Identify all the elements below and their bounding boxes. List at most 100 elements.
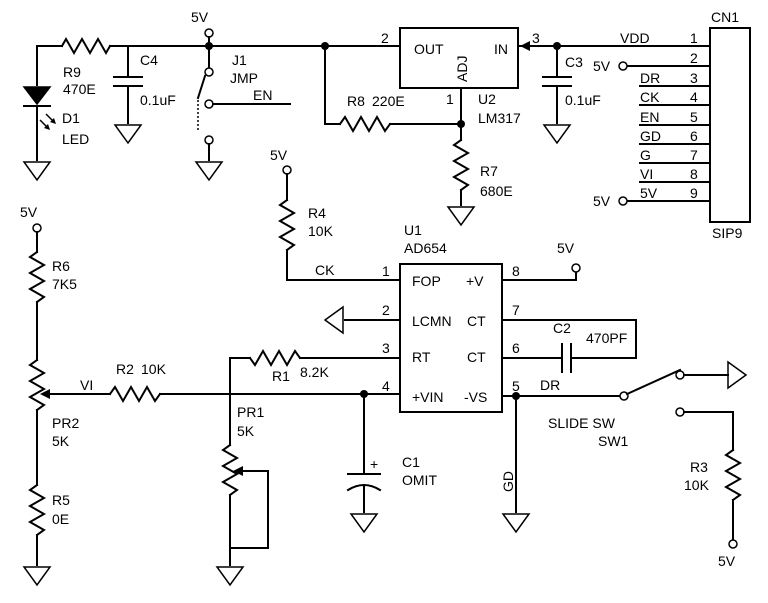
u2-pin2: 2 — [381, 30, 389, 46]
ground-icon — [349, 513, 379, 534]
ground-icon — [446, 206, 476, 227]
r7-resistor — [451, 138, 471, 192]
u1-ref: U1 — [404, 222, 422, 238]
led-section — [22, 28, 399, 182]
cn1-pin-net: GD — [640, 128, 661, 144]
cn1-pin-net: G — [640, 147, 651, 163]
cn1-pin-net: CK — [640, 89, 660, 105]
vi-net-label: VI — [80, 377, 93, 393]
c1-section — [346, 393, 382, 534]
r5-value: 0E — [52, 511, 69, 527]
r8-resistor — [338, 114, 392, 134]
r4-resistor — [277, 198, 297, 252]
terminal-5v-icon — [32, 223, 42, 233]
ground-icon — [542, 124, 572, 145]
c4-ref: C4 — [140, 52, 158, 68]
dr-net-label: DR — [540, 377, 560, 393]
u1-pin-name: -VS — [464, 389, 487, 405]
j1-pin-icon — [204, 99, 214, 109]
r6-ref: R6 — [52, 258, 70, 274]
cn1-pin-num: 9 — [690, 185, 698, 201]
v5-label: 5V — [593, 58, 611, 74]
cn1-pin-num: 2 — [690, 50, 698, 66]
terminal-5v-icon — [571, 263, 581, 273]
r5-resistor — [27, 483, 47, 537]
terminal-5v-icon — [204, 28, 214, 38]
u1-pin-name: LCMN — [412, 313, 452, 329]
r6-resistor — [27, 250, 47, 304]
u1-pin-name: RT — [412, 349, 431, 365]
r1-value: 8.2K — [300, 364, 329, 380]
r2-ref: R2 — [116, 361, 134, 377]
sw1-value: SLIDE SW — [548, 415, 616, 431]
r7-value: 680E — [480, 183, 513, 199]
j1-value: JMP — [230, 70, 258, 86]
cn1-pin-num: 3 — [690, 70, 698, 86]
u1-pin-name: CT — [467, 313, 486, 329]
u1-pin-num: 5 — [512, 378, 520, 394]
r9-value: 470E — [63, 81, 96, 97]
ground-icon — [215, 566, 245, 587]
u1-pin-num: 6 — [512, 340, 520, 356]
r4-section — [277, 165, 401, 281]
u1-pin-name: +VIN — [412, 389, 444, 405]
r8-ref: R8 — [347, 93, 365, 109]
r4-value: 10K — [308, 223, 334, 239]
sw1-terminal-icon — [675, 370, 685, 380]
ground-icon — [22, 161, 52, 182]
j1-ref: J1 — [232, 52, 247, 68]
v5-label: 5V — [557, 240, 575, 256]
c1-plus: + — [370, 456, 378, 472]
v5-label: 5V — [20, 204, 38, 220]
r4-ref: R4 — [308, 205, 326, 221]
timing-resistor — [215, 348, 401, 587]
cn1-pin-num: 1 — [690, 30, 698, 46]
pr2-ref: PR2 — [52, 415, 79, 431]
c2-value: 470PF — [586, 330, 627, 346]
ck-net-label: CK — [315, 262, 335, 278]
terminal-5v-icon — [618, 196, 628, 206]
r2-resistor — [108, 384, 162, 404]
pr2-value: 5K — [52, 433, 70, 449]
terminal-5v-icon — [618, 61, 628, 71]
cn1-vdd: VDD — [620, 30, 650, 46]
r3-ref: R3 — [690, 459, 708, 475]
r7-ref: R7 — [480, 163, 498, 179]
r6-value: 7K5 — [52, 276, 77, 292]
cn1-pin-num: 7 — [690, 147, 698, 163]
r3-resistor — [723, 448, 743, 502]
cn1-pin-num: 5 — [690, 109, 698, 125]
u1-pin-num: 1 — [382, 263, 390, 279]
ground-icon — [113, 124, 143, 145]
u2-pin-out: OUT — [414, 41, 444, 57]
r5-ref: R5 — [52, 492, 70, 508]
v5-label: 5V — [718, 553, 736, 569]
en-net-label: EN — [253, 87, 272, 103]
cn1-pin-net: VI — [640, 166, 653, 182]
c3-value: 0.1uF — [565, 92, 601, 108]
u2-regulator — [324, 27, 701, 227]
u2-ref: U2 — [478, 91, 496, 107]
cn1-pin-num: 4 — [690, 89, 698, 105]
u2-pin-in: IN — [494, 41, 508, 57]
sw1-ref: SW1 — [598, 433, 629, 449]
cn1-connector — [618, 27, 751, 223]
cn1-pin-num: 6 — [690, 128, 698, 144]
r1-resistor — [248, 348, 302, 368]
cn1-pin-net: EN — [640, 109, 659, 125]
d1-value: LED — [62, 131, 89, 147]
pr1-value: 5K — [237, 423, 255, 439]
d1-ref: D1 — [62, 110, 80, 126]
u1-pin-num: 3 — [382, 340, 390, 356]
r9-ref: R9 — [63, 64, 81, 80]
u1-pin-num: 8 — [512, 263, 520, 279]
u2-value: LM317 — [478, 110, 521, 126]
r9-resistor — [60, 36, 112, 56]
ground-icon — [501, 513, 531, 534]
r2-value: 10K — [141, 361, 167, 377]
u2-pin1: 1 — [446, 91, 454, 107]
u1-pin-num: 7 — [512, 302, 520, 318]
c4-value: 0.1uF — [140, 92, 176, 108]
cn1-pin-num: 8 — [690, 166, 698, 182]
c1-ref: C1 — [402, 454, 420, 470]
